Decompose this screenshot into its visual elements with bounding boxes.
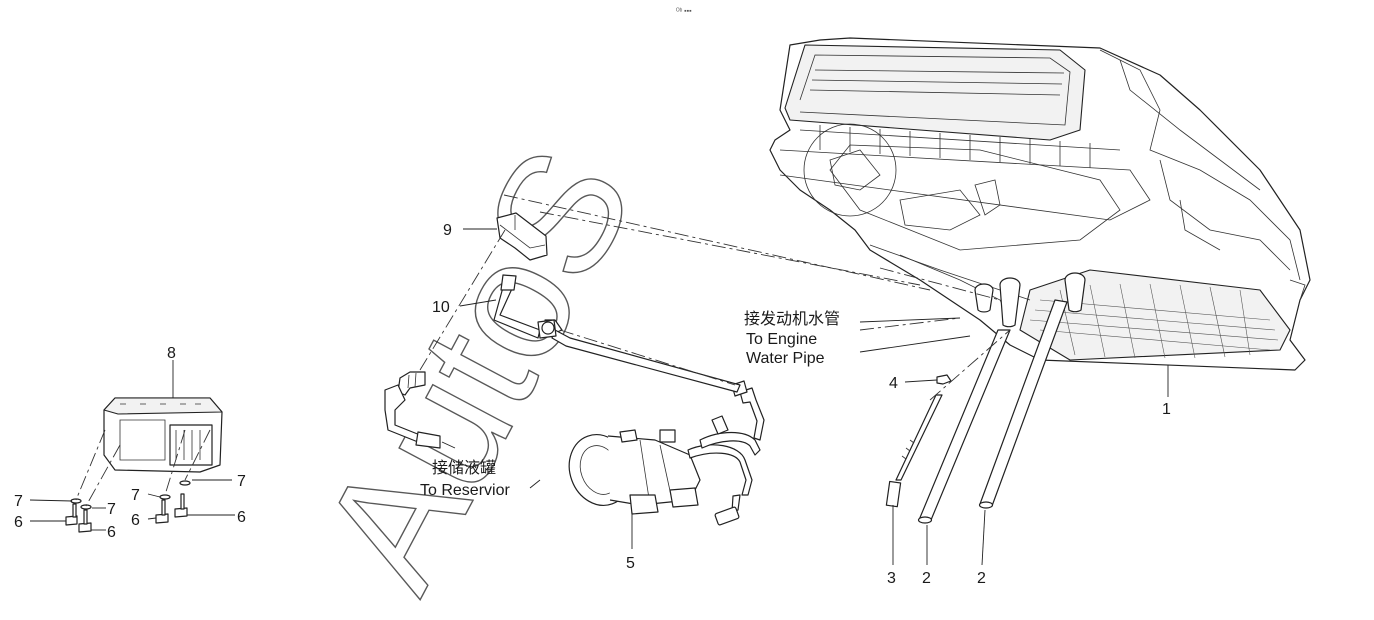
callout-4: 4 [889,375,898,392]
part-3-rod [885,394,943,508]
part-4-clip [936,374,952,385]
engine-label-en-2: Water Pipe [746,350,825,367]
part-10-hose [384,274,557,449]
part-6-screw-1 [65,503,78,526]
callout-6-a: 6 [14,514,23,531]
watermark: AutoS [284,119,671,619]
part-1-hvac-housing [769,37,1311,371]
part-6-screw-2 [78,509,92,533]
callout-7-c: 7 [131,487,140,504]
callout-10: 10 [432,299,450,316]
top-marker: ᴼᵇ ▪▪▪ [676,8,692,15]
callouts: 1 2 2 3 4 5 6 6 6 6 7 7 7 7 8 9 10 [14,222,1171,587]
callout-6-d: 6 [237,509,246,526]
watermark-text: AutoS [285,119,670,615]
part-8-control-module [103,397,223,473]
callout-1: 1 [1162,401,1171,418]
callout-9: 9 [443,222,452,239]
part-2-drain-tube-left [917,329,1011,524]
callout-7-b: 7 [107,501,116,518]
assembly-lines [75,194,1011,507]
callout-3: 3 [887,570,896,587]
part-6-screw-4 [174,493,188,518]
callout-2-left: 2 [922,570,931,587]
part-6-screw-3 [155,499,169,524]
callout-6-c: 6 [131,512,140,529]
part-9-bracket [496,212,548,261]
reservoir-label: 接储液罐 To Reservior [420,458,510,499]
part-2-drain-tube-right [978,299,1068,509]
reservoir-label-en: To Reservior [420,482,510,499]
callout-5: 5 [626,555,635,572]
engine-label-cn: 接发动机水管 [744,309,840,328]
callout-7-d: 7 [237,473,246,490]
callout-8: 8 [167,345,176,362]
callout-6-b: 6 [107,524,116,541]
engine-water-pipe-label: 接发动机水管 To Engine Water Pipe [744,309,840,367]
callout-7-a: 7 [14,493,23,510]
engine-label-en-1: To Engine [746,331,817,348]
part-5-water-valve [544,319,765,526]
callout-2-right: 2 [977,570,986,587]
leader-lines [29,228,1169,566]
reservoir-label-cn: 接储液罐 [432,458,496,477]
